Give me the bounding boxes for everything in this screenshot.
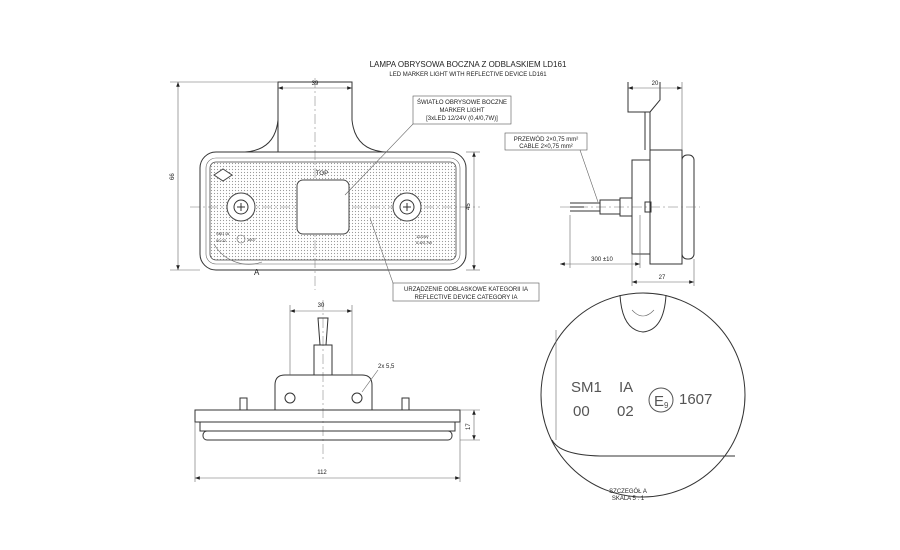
svg-text:ŚWIATŁO OBRYSOWE BOCZNE: ŚWIATŁO OBRYSOWE BOCZNE bbox=[417, 98, 507, 106]
detail-ia: IA bbox=[619, 379, 633, 396]
detail-scale: SKALA 5 : 1 bbox=[612, 496, 645, 502]
holes-label: 2x 5,5 bbox=[378, 364, 395, 370]
detail-caption: SZCZEGÓŁ A bbox=[609, 488, 647, 495]
dim-bottom-height: 17 bbox=[466, 423, 472, 430]
detail-approval: E bbox=[654, 393, 664, 410]
dim-bracket-width: 39 bbox=[312, 81, 319, 87]
title-pl: LAMPA OBRYSOWA BOCZNA Z ODBLASKIEM LD161 bbox=[370, 60, 567, 69]
dim-cable-length: 300 ±10 bbox=[591, 257, 613, 263]
detail-a: SM1 IA 00 02 E 9 1607 SZCZEGÓŁ A SKALA 5… bbox=[540, 292, 746, 502]
svg-text:[3xLED 12/24V (0,4/0,7W)]: [3xLED 12/24V (0,4/0,7W)] bbox=[426, 116, 498, 122]
title-en: LED MARKER LIGHT WITH REFLECTIVE DEVICE … bbox=[389, 72, 547, 78]
svg-text:REFLECTIVE DEVICE CATEGORY IA: REFLECTIVE DEVICE CATEGORY IA bbox=[414, 295, 517, 301]
dim-depth: 27 bbox=[659, 275, 666, 281]
voltage-2: 0,4/0,7W bbox=[416, 240, 432, 245]
detail-sm1: SM1 bbox=[571, 379, 602, 396]
svg-text:PRZEWÓD 2×0,75 mm²: PRZEWÓD 2×0,75 mm² bbox=[514, 136, 579, 143]
top-label: TOP bbox=[316, 171, 328, 177]
svg-text:MARKER LIGHT: MARKER LIGHT bbox=[439, 108, 484, 114]
svg-text:URZĄDZENIE ODBLASKOWE KATEGORI: URZĄDZENIE ODBLASKOWE KATEGORII IA bbox=[404, 287, 528, 293]
callout-reflector: URZĄDZENIE ODBLASKOWE KATEGORII IA REFLE… bbox=[369, 217, 540, 302]
marking-small-3: 1607 bbox=[247, 237, 257, 242]
dim-bottom-bracket: 30 bbox=[318, 303, 325, 309]
marking-small-1: SM1 IA bbox=[216, 231, 229, 236]
marking-small-2: 00 02 bbox=[216, 238, 227, 243]
dim-body-height: 45 bbox=[466, 203, 472, 210]
detail-00: 00 bbox=[573, 403, 590, 420]
dim-side-bracket: 20 bbox=[652, 81, 659, 87]
svg-text:CABLE 2×0,75 mm²: CABLE 2×0,75 mm² bbox=[519, 144, 573, 150]
side-view: 20 300 ±10 27 bbox=[560, 81, 700, 286]
detail-marker: A bbox=[254, 268, 260, 277]
voltage-1: 12/24V bbox=[416, 234, 429, 239]
bottom-view: 30 2x 5,5 112 17 bbox=[194, 300, 480, 482]
dim-length: 112 bbox=[317, 470, 327, 476]
detail-approval-num: 9 bbox=[664, 401, 669, 410]
dim-height-total: 66 bbox=[170, 173, 176, 180]
front-view: TOP SM1 IA 00 02 1607 12/24V 0,4/0,7W A … bbox=[170, 78, 480, 290]
callout-marker-light: ŚWIATŁO OBRYSOWE BOCZNE MARKER LIGHT [3x… bbox=[344, 95, 512, 196]
detail-02: 02 bbox=[617, 403, 634, 420]
callout-cable: PRZEWÓD 2×0,75 mm² CABLE 2×0,75 mm² bbox=[504, 132, 599, 203]
detail-date-code: 1607 bbox=[679, 391, 712, 408]
